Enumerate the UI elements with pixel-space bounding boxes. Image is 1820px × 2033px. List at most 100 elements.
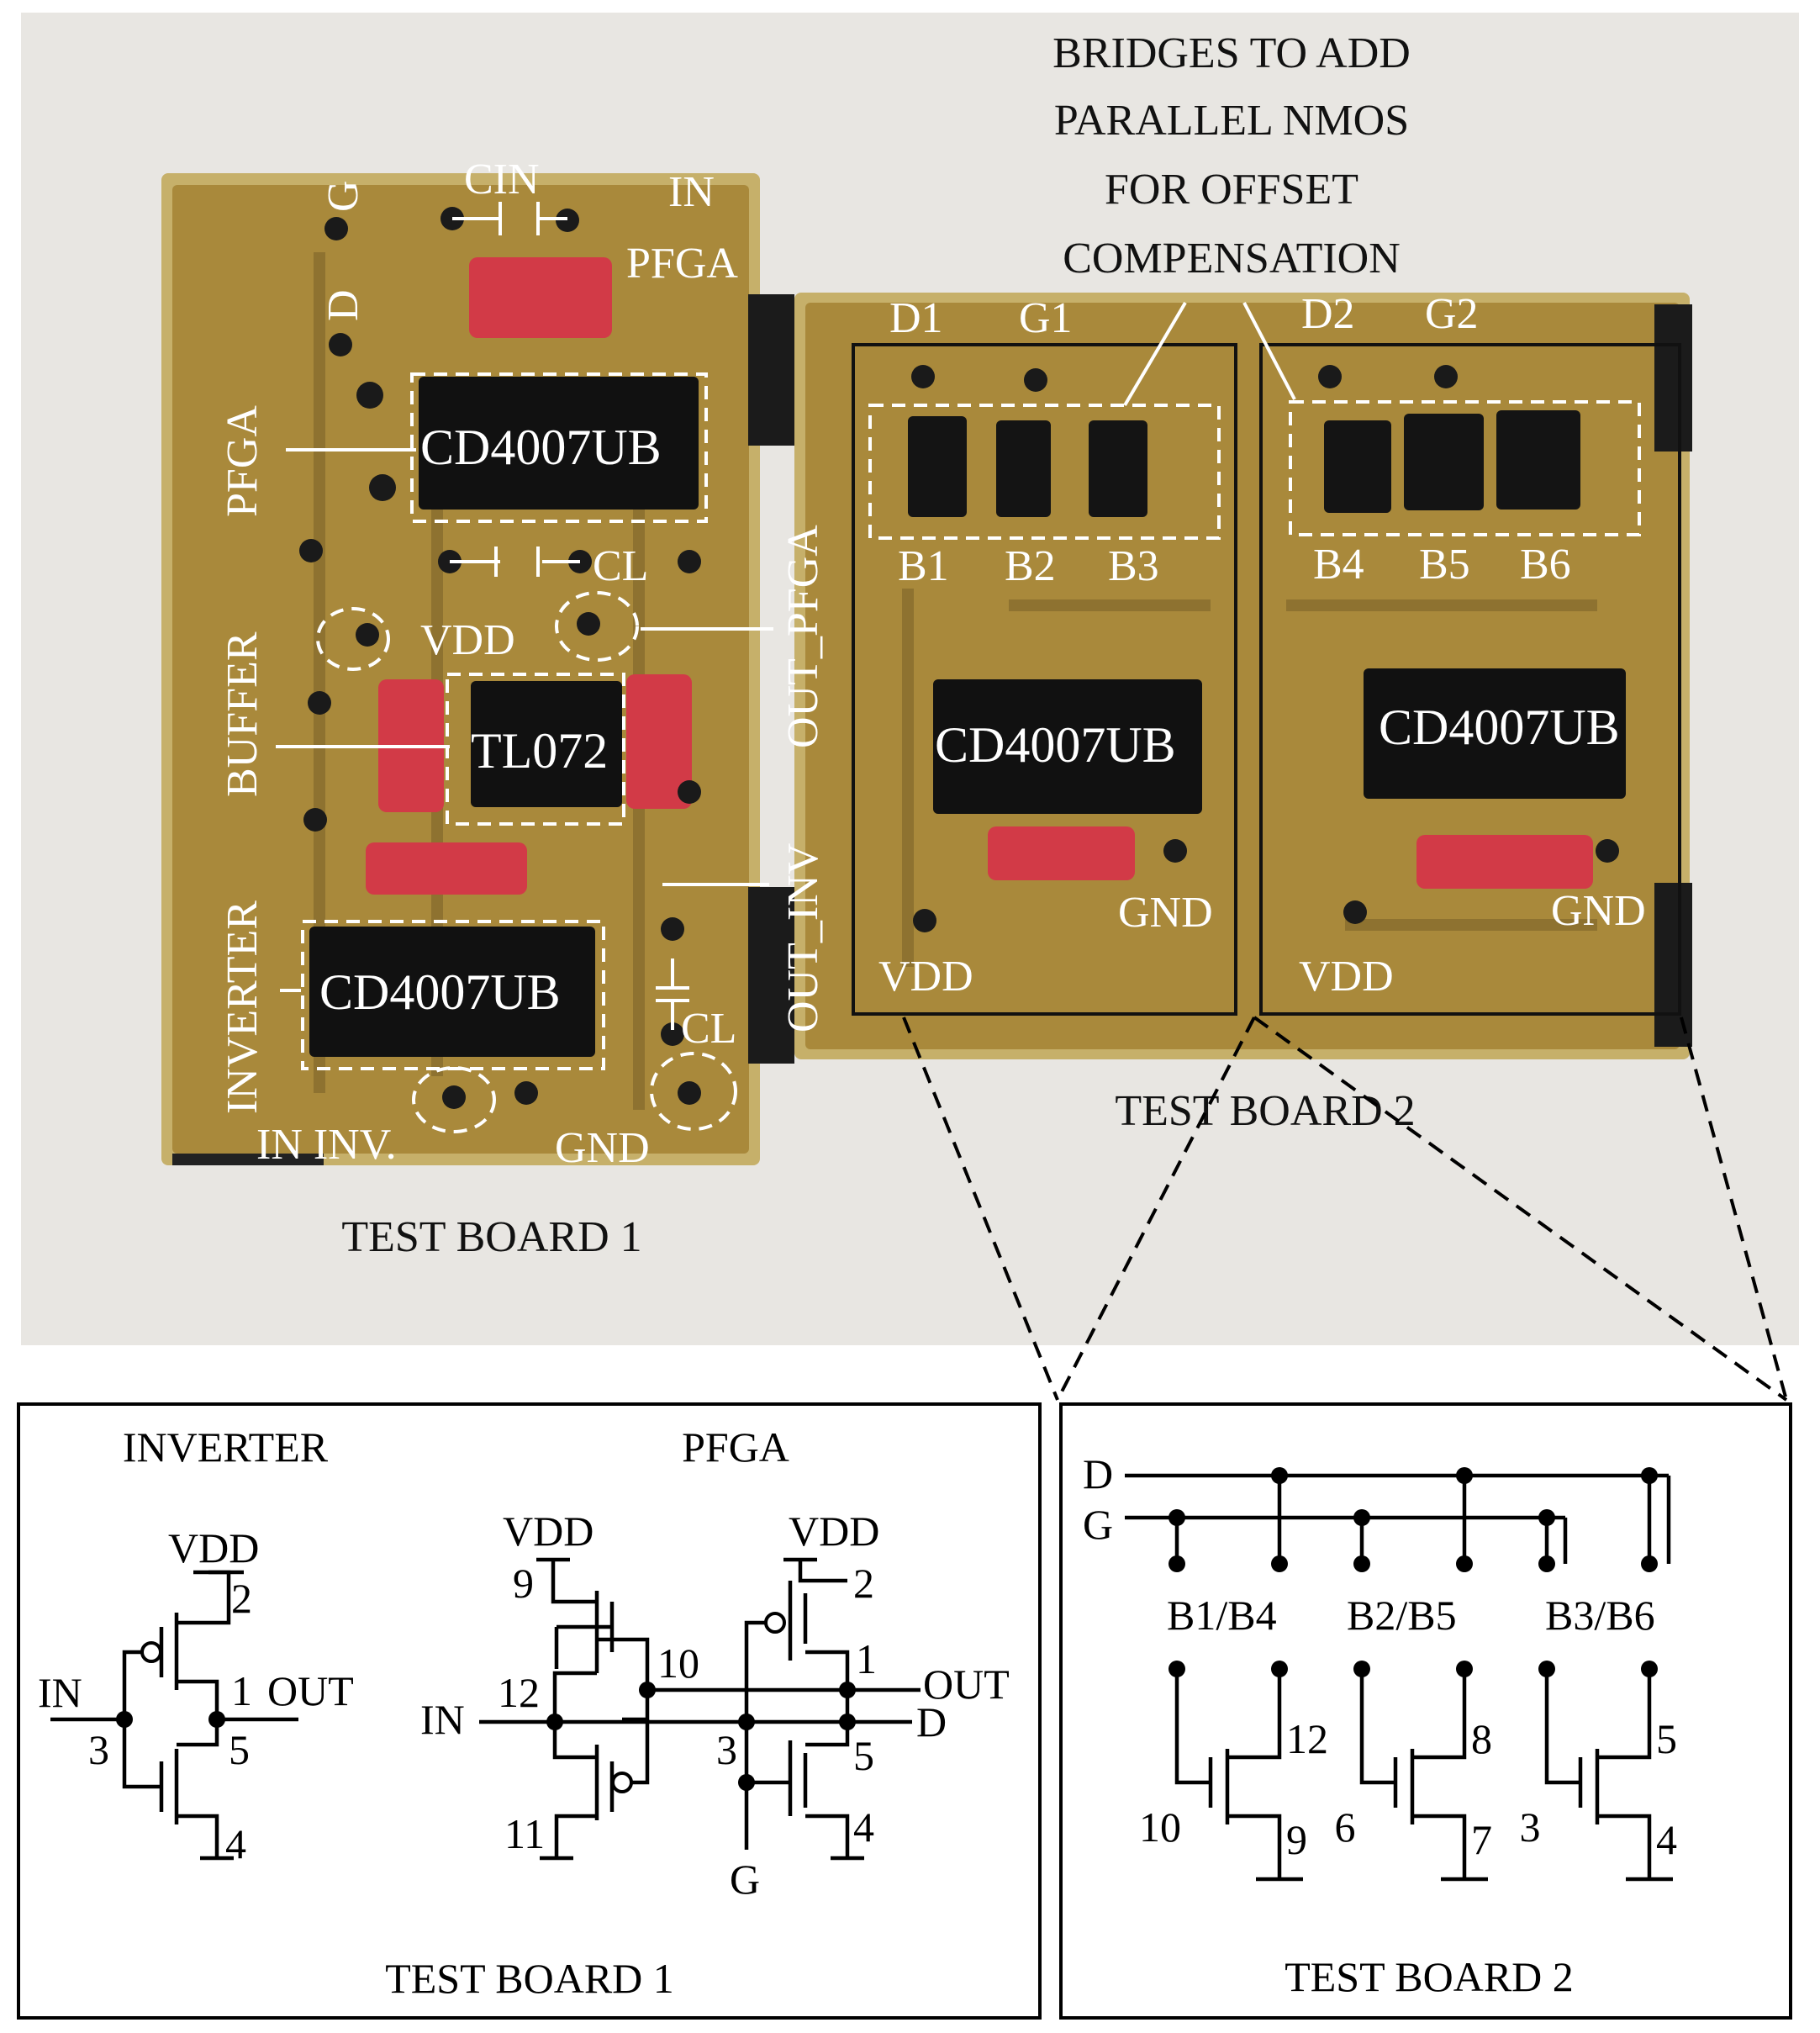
pfga-d: D	[916, 1698, 947, 1745]
bridge-note-line-4: COMPENSATION	[1063, 235, 1401, 283]
nmos-drain-pin: 12	[1286, 1715, 1328, 1762]
pfga-pin-2: 2	[853, 1560, 874, 1607]
pfga-pin-10: 10	[657, 1640, 699, 1687]
bridge-top-pin	[1168, 1555, 1185, 1572]
jumper-b3	[1089, 420, 1147, 517]
nmos-source-pin: 4	[1656, 1816, 1677, 1863]
callout-lines	[276, 202, 1296, 1030]
bridge-note-line-1: BRIDGES TO ADD	[1052, 29, 1411, 77]
pins	[299, 207, 1619, 1109]
label-gnd-right: GND	[1551, 887, 1646, 935]
inverter-pin-5: 5	[229, 1726, 250, 1773]
pfga-vdd-left: VDD	[503, 1508, 593, 1555]
label-b6: B6	[1520, 541, 1571, 589]
label-out-inv: OUT_INV	[779, 843, 827, 1032]
nmos-gate-pin: 3	[1520, 1803, 1541, 1851]
inverter-circuit: VDD 2 1 OUT IN 3 5 4	[38, 1524, 354, 1867]
pfga-pin-9: 9	[513, 1560, 534, 1607]
nmos-gate-pin: 6	[1335, 1803, 1356, 1851]
pfga-pin-12: 12	[498, 1669, 540, 1716]
schematic-1-frame	[17, 1402, 1042, 2020]
label-d: D	[319, 289, 367, 321]
bridge-jumpers	[908, 410, 1580, 517]
capacitor	[626, 674, 692, 809]
inverter-out: OUT	[267, 1667, 354, 1714]
pfga-g: G	[730, 1856, 760, 1903]
label-in-pfga-2: PFGA	[626, 240, 738, 288]
pfga-pin-11: 11	[504, 1810, 545, 1857]
pfga-pin-5: 5	[853, 1732, 874, 1779]
box-b4-b6	[1259, 343, 1681, 1016]
chip-label-inverter: CD4007UB	[319, 964, 561, 1020]
label-cl-top: CL	[593, 542, 648, 590]
inverter-title: INVERTER	[123, 1423, 329, 1471]
pfga-out: OUT	[923, 1661, 1010, 1708]
label-in-inv: IN INV.	[256, 1121, 397, 1169]
pfga-pin-1: 1	[856, 1635, 877, 1682]
label-b1: B1	[898, 542, 949, 590]
pfga-pin-3: 3	[716, 1726, 737, 1773]
nmos-source-pin: 9	[1286, 1816, 1307, 1863]
jumper-b4	[1324, 420, 1391, 513]
chip-label-board2-right: CD4007UB	[1379, 700, 1620, 755]
nmos-gate-pin: 10	[1139, 1803, 1181, 1851]
label-g2: G2	[1425, 290, 1479, 338]
chip-label-pfga: CD4007UB	[420, 420, 662, 475]
nmos-source-pin: 7	[1471, 1816, 1492, 1863]
zoom-lines	[902, 1016, 1788, 1402]
chips	[309, 377, 1626, 1057]
jumper-b1	[908, 416, 967, 517]
label-pfga: PFGA	[219, 405, 266, 517]
bridge-top-pin	[1456, 1555, 1473, 1572]
nmos-drain-pin: 8	[1471, 1715, 1492, 1762]
photo: CD4007UB TL072 CD4007UB CD4007UB CD4007U…	[21, 13, 1799, 1345]
label-cin: CIN	[464, 156, 540, 203]
photo-caption-board-2: TEST BOARD 2	[1115, 1087, 1415, 1135]
label-vdd: VDD	[420, 616, 515, 664]
chip-label-board2-left: CD4007UB	[935, 717, 1176, 773]
jumper-b5	[1404, 414, 1484, 510]
bridge-note-line-3: FOR OFFSET	[1105, 166, 1358, 214]
pfga-pin-4: 4	[853, 1803, 874, 1851]
capacitor	[469, 257, 612, 338]
bridge-top-pin	[1641, 1555, 1658, 1572]
label-inverter: INVERTER	[219, 900, 266, 1114]
label-buffer: BUFFER	[219, 631, 266, 797]
inverter-pin-1: 1	[231, 1667, 252, 1714]
pfga-title: PFGA	[682, 1423, 789, 1471]
inverter-vdd: VDD	[168, 1524, 259, 1571]
bridge-top-pin	[1271, 1555, 1288, 1572]
schematic-2-caption: TEST BOARD 2	[1285, 1953, 1574, 2000]
inverter-pin-3: 3	[88, 1726, 109, 1773]
inverter-in: IN	[38, 1669, 82, 1716]
nmos-drain-pin: 5	[1656, 1715, 1677, 1762]
schematic-2-frame	[1059, 1402, 1792, 2020]
bridge-top-pin	[1353, 1555, 1370, 1572]
label-b4: B4	[1313, 541, 1364, 589]
label-gnd: GND	[555, 1124, 650, 1172]
label-d1: D1	[889, 294, 943, 342]
label-gnd-left: GND	[1118, 889, 1213, 937]
chip-inverter	[309, 927, 595, 1057]
capacitor	[988, 826, 1135, 880]
pfga-vdd-right: VDD	[789, 1508, 879, 1555]
box-b1-b3	[852, 343, 1237, 1016]
label-cl-bottom: CL	[681, 1005, 736, 1053]
chip-board2-left	[933, 679, 1202, 814]
chip-label-buffer: TL072	[471, 723, 608, 779]
jumper-b2	[996, 420, 1051, 517]
bus-g-label: G	[1083, 1501, 1113, 1548]
label-vdd-left: VDD	[878, 953, 973, 1001]
bus-d-label: D	[1083, 1450, 1113, 1497]
chip-buffer	[471, 681, 622, 807]
label-vdd-right: VDD	[1299, 953, 1394, 1001]
label-out-pfga: OUT_PFGA	[779, 525, 827, 748]
bridge-note-line-2: PARALLEL NMOS	[1054, 97, 1409, 145]
bridge-top-pin	[1538, 1555, 1555, 1572]
dashed-highlights	[301, 372, 1641, 1133]
inverter-pin-2: 2	[231, 1575, 252, 1622]
bridge-label-3: B3/B6	[1545, 1592, 1655, 1639]
label-in-pfga-1: IN	[668, 168, 715, 216]
